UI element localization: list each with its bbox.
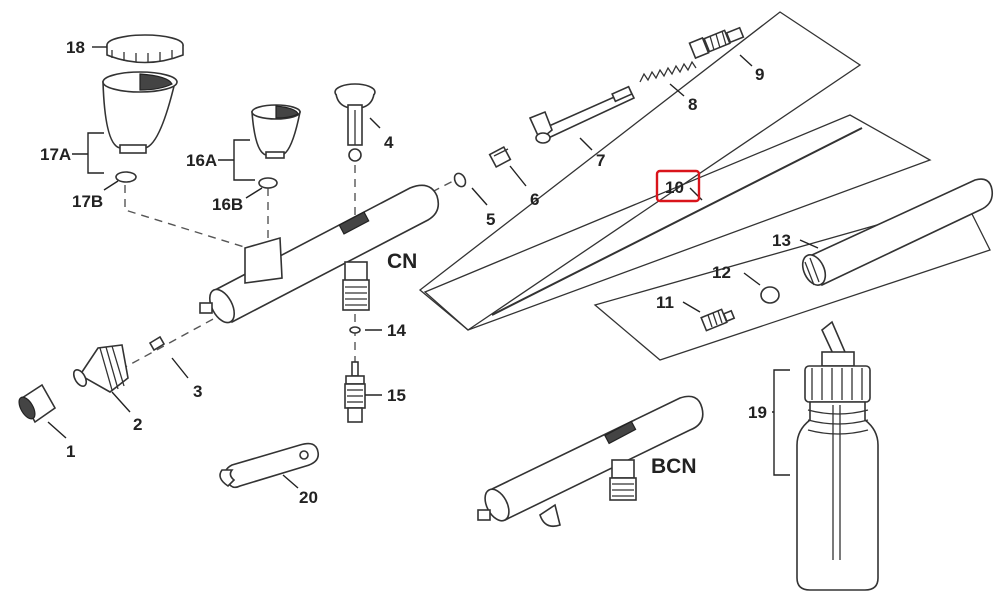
label-20: 20 xyxy=(299,488,318,507)
label-cn: CN xyxy=(387,250,417,273)
label-5: 5 xyxy=(486,210,495,229)
needle-10 xyxy=(491,127,863,316)
dash-cup-17-line xyxy=(124,185,271,256)
leader-16a xyxy=(218,139,255,181)
siphon-bottle-19 xyxy=(796,320,879,591)
leader-20 xyxy=(282,474,299,489)
label-17a: 17A xyxy=(40,145,71,164)
oring-5 xyxy=(453,172,467,188)
gravity-cup-16a xyxy=(251,104,301,159)
leader-7 xyxy=(579,137,593,151)
label-13: 13 xyxy=(772,231,791,250)
oring-17b xyxy=(115,171,137,183)
leader-12 xyxy=(743,272,761,286)
leader-4 xyxy=(369,117,381,129)
airbrush-body-bcn xyxy=(477,395,704,528)
gravity-cup-17a xyxy=(102,71,178,154)
label-16a: 16A xyxy=(186,151,217,170)
cup-lid-18 xyxy=(106,34,184,64)
leader-19 xyxy=(772,369,790,476)
nozzle-cap-1 xyxy=(18,383,57,424)
leader-13 xyxy=(799,239,819,249)
leader-2 xyxy=(111,391,131,413)
wrench-20 xyxy=(219,442,320,489)
label-4: 4 xyxy=(384,133,394,152)
needle-guide-6 xyxy=(488,145,512,169)
label-12: 12 xyxy=(712,263,731,282)
needle-chuck-11 xyxy=(700,308,736,332)
leader-17b xyxy=(103,180,119,191)
oring-14 xyxy=(349,326,361,334)
oring-16b xyxy=(258,177,278,189)
label-8: 8 xyxy=(688,95,697,114)
label-7: 7 xyxy=(596,151,605,170)
panel-needle-assembly xyxy=(418,11,862,331)
label-9: 9 xyxy=(755,65,764,84)
label-6: 6 xyxy=(530,190,539,209)
highlight-box-10 xyxy=(655,169,701,203)
leader-6 xyxy=(509,165,527,187)
label-1: 1 xyxy=(66,442,75,461)
leader-3 xyxy=(171,357,189,379)
label-16b: 16B xyxy=(212,195,243,214)
needle-spring-8 xyxy=(639,60,697,83)
label-2: 2 xyxy=(133,415,142,434)
trigger-4 xyxy=(334,83,376,162)
leader-16b xyxy=(245,187,263,199)
dash-nozzle-line xyxy=(119,317,216,371)
needle-chuck-guide-7 xyxy=(528,85,636,144)
nozzle-head-2 xyxy=(72,344,129,393)
airbrush-body-cn xyxy=(199,184,440,324)
leader-9 xyxy=(739,54,753,67)
label-3: 3 xyxy=(193,382,202,401)
air-valve-15 xyxy=(344,361,366,423)
label-19: 19 xyxy=(748,403,767,422)
label-15: 15 xyxy=(387,386,406,405)
label-14: 14 xyxy=(387,321,406,340)
spring-guide-9 xyxy=(688,26,745,60)
leader-8 xyxy=(669,83,685,97)
label-11: 11 xyxy=(656,293,674,312)
leader-1 xyxy=(47,421,67,439)
label-18: 18 xyxy=(66,38,85,57)
panel-needle xyxy=(423,114,932,331)
dash-body-to-5 xyxy=(431,179,456,193)
label-bcn: BCN xyxy=(651,455,697,478)
leader-11 xyxy=(682,301,701,313)
handle-13 xyxy=(801,178,994,287)
leader-17a xyxy=(72,132,104,174)
nozzle-3 xyxy=(148,335,166,352)
label-17b: 17B xyxy=(72,192,103,211)
oring-12 xyxy=(760,286,780,304)
leader-5 xyxy=(471,187,488,206)
panel-handle-assembly xyxy=(593,199,991,361)
label-10: 10 xyxy=(665,178,684,197)
